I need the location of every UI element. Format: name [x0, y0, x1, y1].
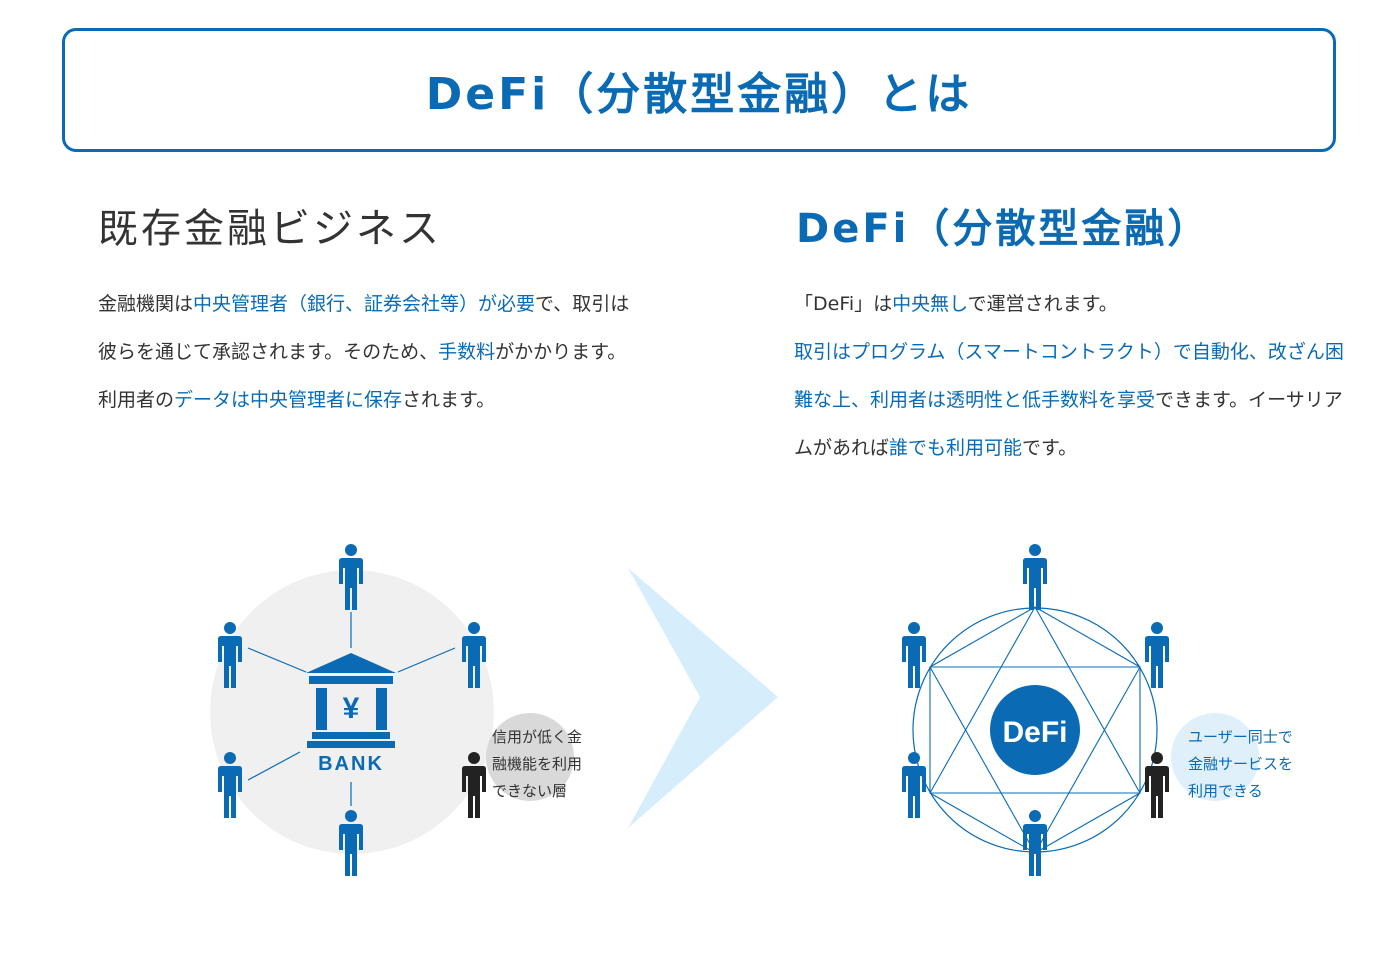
defi-center-label: DeFi	[1002, 716, 1067, 749]
page-title: DeFi（分散型金融）とは	[425, 69, 973, 120]
defi-description: 「DeFi」は中央無しで運営されます。取引はプログラム（スマートコントラクト）で…	[794, 280, 1354, 472]
person-icon	[218, 752, 242, 818]
paragraph-text: です。	[1022, 437, 1078, 459]
highlighted-text: 中央無し	[892, 293, 968, 315]
paragraph-text: がかかります。利用者の	[98, 341, 627, 411]
excluded-people-note: 信用が低く金融機能を利用できない層	[492, 728, 583, 800]
person-icon	[339, 544, 363, 610]
highlighted-text: 中央管理者（銀行、証券会社等）が必要	[193, 293, 536, 315]
highlighted-text: データは中央管理者に保存	[174, 389, 403, 411]
highlighted-text: 手数料	[438, 341, 496, 363]
person-icon	[339, 810, 363, 876]
paragraph-text: で、取引は彼らを通じて承認されます。そのため、	[98, 293, 630, 363]
person-icon	[1023, 810, 1047, 876]
highlighted-text: 誰でも利用可能	[889, 437, 1023, 459]
traditional-finance-heading: 既存金融ビジネス	[98, 206, 442, 252]
person-icon	[218, 622, 242, 688]
paragraph-text: 金融機関は	[98, 293, 194, 315]
excluded-note-bubble	[486, 713, 574, 801]
defi-heading: DeFi（分散型金融）	[796, 206, 1211, 252]
right-arrow-icon	[628, 568, 778, 828]
person-icon	[1023, 544, 1047, 610]
paragraph-text: されます。	[402, 389, 496, 411]
highlighted-text: 取引はプログラム（スマートコントラクト）で自動化、改ざん困難な上、利用者は透明性…	[794, 341, 1344, 411]
paragraph-text: 「DeFi」は	[794, 293, 893, 315]
defi-note-bubble	[1171, 713, 1259, 801]
person-icon	[902, 622, 926, 688]
person-icon	[1145, 622, 1169, 688]
bank-network-circle	[210, 570, 494, 854]
bank-label: BANK	[318, 753, 384, 775]
paragraph-text: で運営されます。	[967, 293, 1118, 315]
bank-spokes	[247, 612, 456, 806]
person-icon	[462, 752, 486, 818]
person-icon	[462, 622, 486, 688]
person-icon	[902, 752, 926, 818]
defi-users-note: ユーザー同士で金融サービスを利用できる	[1188, 728, 1294, 800]
bank-building-icon	[306, 653, 396, 748]
person-icon	[1145, 752, 1169, 818]
paragraph-text: できます。イーサリアムがあれば	[794, 389, 1343, 459]
defi-center-node	[990, 685, 1080, 775]
defi-network-lines	[929, 606, 1141, 854]
title-box: DeFi（分散型金融）とは	[62, 28, 1336, 152]
traditional-finance-description: 金融機関は中央管理者（銀行、証券会社等）が必要で、取引は彼らを通じて承認されます…	[98, 280, 638, 424]
bank-yen-symbol: ¥	[343, 692, 360, 725]
